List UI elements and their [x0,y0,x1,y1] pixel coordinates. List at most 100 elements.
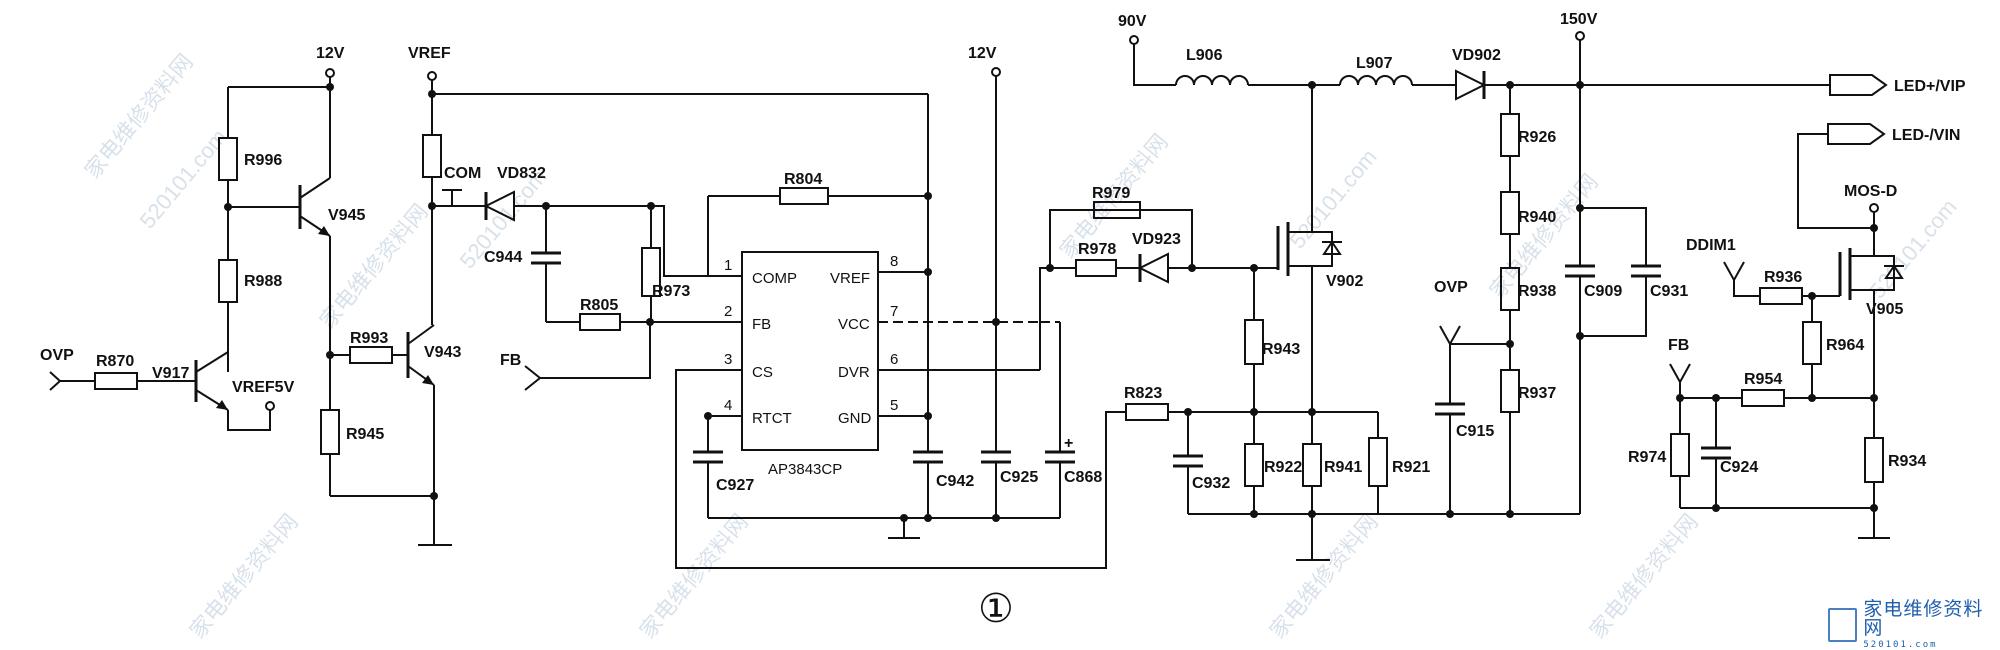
label-ovp-right: OVP [1434,279,1468,296]
label-l907: L907 [1356,55,1393,72]
resistor-r823 [1125,403,1169,421]
ic-pin-8-name: VREF [830,270,870,287]
label-ddim1: DDIM1 [1686,237,1736,254]
label-v902: V902 [1326,273,1363,290]
label-r993: R993 [350,330,388,347]
watermark-text: 520101.com [1865,194,1962,303]
mosfet-v905 [1838,248,1904,300]
transistor-v945 [228,177,331,237]
label-r954: R954 [1744,371,1782,388]
label-c927: C927 [716,477,754,494]
resistor-r940 [1500,191,1520,235]
ic-pin-6-name: DVR [838,364,870,381]
resistor-r805 [579,313,621,331]
ic-pin-2-num: 2 [724,303,732,320]
resistor-r945 [320,409,340,455]
label-r964: R964 [1826,337,1864,354]
site-logo: 家电维修资料网 520101.com [1828,600,2000,650]
label-r870: R870 [96,353,134,370]
label-com: COM [444,165,481,182]
ic-pin-3-num: 3 [724,351,732,368]
ic-pin-1-name: COMP [752,270,797,287]
resistor-r804 [779,187,829,205]
label-mos-d: MOS-D [1844,183,1897,200]
label-r805: R805 [580,297,618,314]
resistor-r988 [218,259,238,303]
label-c924: C924 [1720,459,1758,476]
label-led-plus: LED+/VIP [1894,78,1966,95]
label-l906: L906 [1186,47,1223,64]
watermark-text: 家电维修资料网 [635,509,753,643]
label-fb-left: FB [500,352,521,369]
label-150v: 150V [1560,11,1598,28]
resistor-vref-pullup [422,134,442,178]
label-r988: R988 [244,273,282,290]
label-v945: V945 [328,207,365,224]
label-r804: R804 [784,171,822,188]
watermark-text: 家电维修资料网 [185,509,303,643]
resistor-r934 [1864,437,1884,483]
label-r978: R978 [1078,241,1116,258]
label-vref5v: VREF5V [232,379,295,396]
label-c944: C944 [484,249,522,266]
watermark-text: 家电维修资料网 [1265,509,1383,643]
label-c932: C932 [1192,475,1230,492]
resistor-r870 [94,372,138,390]
label-c942: C942 [936,473,974,490]
label-c868: C868 [1064,469,1102,486]
resistor-r964 [1802,321,1822,365]
mosfet-v902 [1276,85,1342,412]
connector-led-minus [1827,123,1886,145]
ic-pin-4-num: 4 [724,397,732,414]
label-c909: C909 [1584,283,1622,300]
label-vd832: VD832 [497,165,546,182]
label-r934: R934 [1888,453,1926,470]
label-v905: V905 [1866,301,1903,318]
diode-vd902 [1455,69,1487,101]
connector-led-plus [1829,74,1888,96]
label-vd923: VD923 [1132,231,1181,248]
ovp-transistor-section: 12V R996 R988 V945 OVP R870 [40,45,651,546]
ic-part-number: AP3843CP [768,461,842,478]
watermark-text: 520101.com [1285,144,1382,253]
label-r940: R940 [1518,209,1556,226]
transistor-v917 [194,351,229,411]
label-90v: 90V [1118,13,1147,30]
book-icon [1828,608,1858,642]
transistor-v943 [406,324,435,386]
resistor-r921 [1368,437,1388,487]
label-vd902: VD902 [1452,47,1501,64]
label-r921: R921 [1392,459,1430,476]
label-c915: C915 [1456,423,1494,440]
label-r922: R922 [1264,459,1302,476]
label-r974: R974 [1628,449,1666,466]
diode-vd923 [1137,252,1169,284]
label-r943: R943 [1262,341,1300,358]
resistor-r937 [1500,369,1520,413]
label-r941: R941 [1324,459,1362,476]
ic-pin-2-name: FB [752,316,771,333]
label-r973: R973 [652,283,690,300]
logo-text: 家电维修资料网 [1863,598,1984,639]
resistor-r943 [1244,319,1264,365]
resistor-r941 [1302,443,1322,487]
resistor-r978 [1075,259,1117,277]
diode-vd832 [432,190,651,222]
watermark-text: 家电维修资料网 [1585,509,1703,643]
label-v943: V943 [424,344,461,361]
label-r937: R937 [1518,385,1556,402]
logo-url: 520101.com [1863,640,1938,650]
label-c868-plus: + [1064,435,1073,452]
label-led-minus: LED-/VIN [1892,127,1960,144]
figure-number: ① [978,587,1014,631]
label-r996: R996 [244,152,282,169]
ic-pin-8-num: 8 [890,253,898,270]
label-c925: C925 [1000,469,1038,486]
capacitor-c944 [531,206,561,322]
ic-pin-7-name: VCC [838,316,870,333]
label-ovp-input: OVP [40,347,74,364]
ic-pin-3-name: CS [752,364,773,381]
resistor-r926 [1500,113,1520,157]
resistor-r922 [1244,443,1264,487]
